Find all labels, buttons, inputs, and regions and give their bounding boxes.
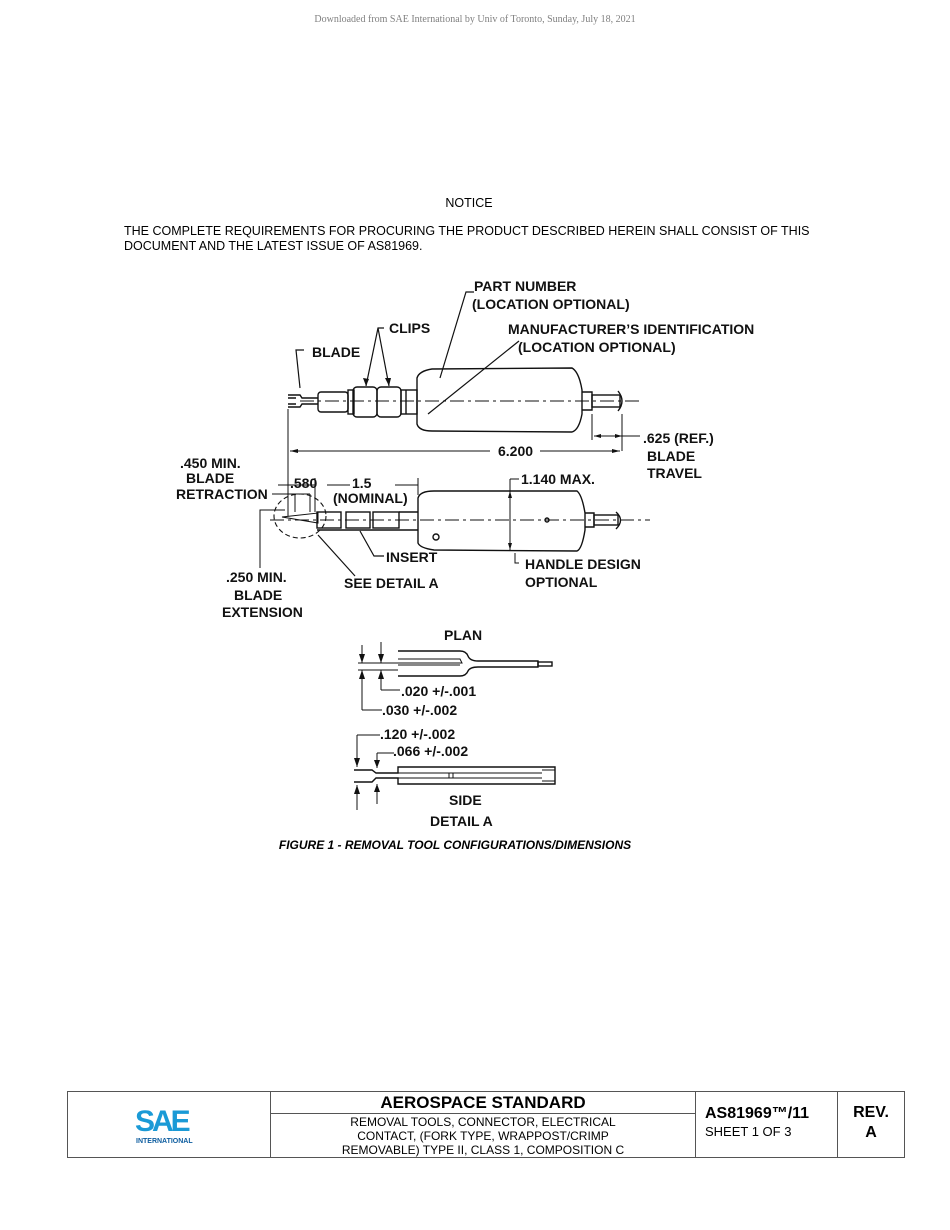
label-blade-travel-1: BLADE	[647, 448, 695, 464]
clip	[376, 386, 402, 418]
dim-1-5: 1.5	[352, 475, 372, 491]
sheet-number: SHEET 1 OF 3	[705, 1124, 792, 1139]
callout-handle-1: HANDLE DESIGN	[525, 556, 641, 572]
description-line: REMOVAL TOOLS, CONNECTOR, ELECTRICAL	[350, 1115, 616, 1129]
detail-a-side	[354, 734, 556, 810]
dim-max-diameter: 1.140 MAX.	[521, 471, 595, 487]
document-id: AS81969™/11 SHEET 1 OF 3	[696, 1092, 838, 1157]
figure-1-drawing: PART NUMBER (LOCATION OPTIONAL) CLIPS MA…	[176, 278, 754, 829]
detail-a-plan	[358, 642, 553, 711]
detail-side-dim-1: .120 +/-.002	[380, 726, 455, 742]
tool-top-view	[287, 291, 640, 516]
title-block: SAE INTERNATIONAL AEROSPACE STANDARD REM…	[67, 1091, 905, 1158]
dim-extension: .250 MIN.	[226, 569, 287, 585]
callout-handle-2: OPTIONAL	[525, 574, 598, 590]
detail-side-dim-2: .066 +/-.002	[393, 743, 468, 759]
label-extension-1: BLADE	[234, 587, 282, 603]
label-blade-travel-2: TRAVEL	[647, 465, 702, 481]
tool-side-view	[259, 478, 650, 577]
revision-value: A	[865, 1124, 877, 1141]
revision: REV. A	[838, 1092, 904, 1157]
logo-sub: INTERNATIONAL	[136, 1138, 193, 1145]
logo-mark: SAE	[135, 1105, 190, 1138]
detail-plan-dim-1: .020 +/-.001	[401, 683, 476, 699]
detail-a-label: DETAIL A	[430, 813, 493, 829]
clip	[352, 386, 378, 418]
dim-580: .580	[290, 475, 317, 491]
detail-plan-dim-2: .030 +/-.002	[382, 702, 457, 718]
notice-body: THE COMPLETE REQUIREMENTS FOR PROCURING …	[124, 224, 810, 253]
callout-mfr-id: MANUFACTURER’S IDENTIFICATION	[508, 321, 754, 337]
dim-retraction: .450 MIN.	[180, 455, 241, 471]
figure-caption: FIGURE 1 - REMOVAL TOOL CONFIGURATIONS/D…	[278, 838, 632, 852]
detail-side-label: SIDE	[449, 792, 482, 808]
detail-plan-label: PLAN	[444, 627, 482, 643]
description-line: REMOVABLE) TYPE II, CLASS 1, COMPOSITION…	[341, 1143, 625, 1157]
callout-insert: INSERT	[386, 549, 438, 565]
title-block-description: AEROSPACE STANDARD REMOVAL TOOLS, CONNEC…	[271, 1092, 696, 1157]
document-number: AS81969™/11	[705, 1105, 810, 1122]
callout-part-number: PART NUMBER	[474, 278, 576, 294]
handle	[416, 367, 583, 433]
callout-mfr-id-loc: (LOCATION OPTIONAL)	[518, 339, 676, 355]
description-line: CONTACT, (FORK TYPE, WRAPPOST/CRIMP	[357, 1129, 609, 1143]
dim-blade-travel: .625 (REF.)	[643, 430, 714, 446]
callout-see-detail: SEE DETAIL A	[344, 575, 439, 591]
download-banner: Downloaded from SAE International by Uni…	[314, 14, 636, 25]
callout-blade: BLADE	[312, 344, 360, 360]
callout-clips: CLIPS	[389, 320, 430, 336]
dim-1-5-note: (NOMINAL)	[333, 490, 408, 506]
callout-part-number-loc: (LOCATION OPTIONAL)	[472, 296, 630, 312]
label-extension-2: EXTENSION	[222, 604, 303, 620]
dim-overall-length: 6.200	[498, 443, 533, 459]
label-retraction-1: BLADE	[186, 470, 234, 486]
label-retraction-2: RETRACTION	[176, 486, 268, 502]
standard-type: AEROSPACE STANDARD	[271, 1092, 695, 1114]
sae-logo: SAE INTERNATIONAL	[68, 1092, 271, 1157]
dimension-arrows	[290, 378, 622, 794]
sae-logo-icon: SAE INTERNATIONAL	[135, 1105, 193, 1145]
notice-title: NOTICE	[445, 196, 493, 210]
revision-label: REV.	[853, 1104, 889, 1121]
document-description: REMOVAL TOOLS, CONNECTOR, ELECTRICAL CON…	[271, 1114, 695, 1157]
